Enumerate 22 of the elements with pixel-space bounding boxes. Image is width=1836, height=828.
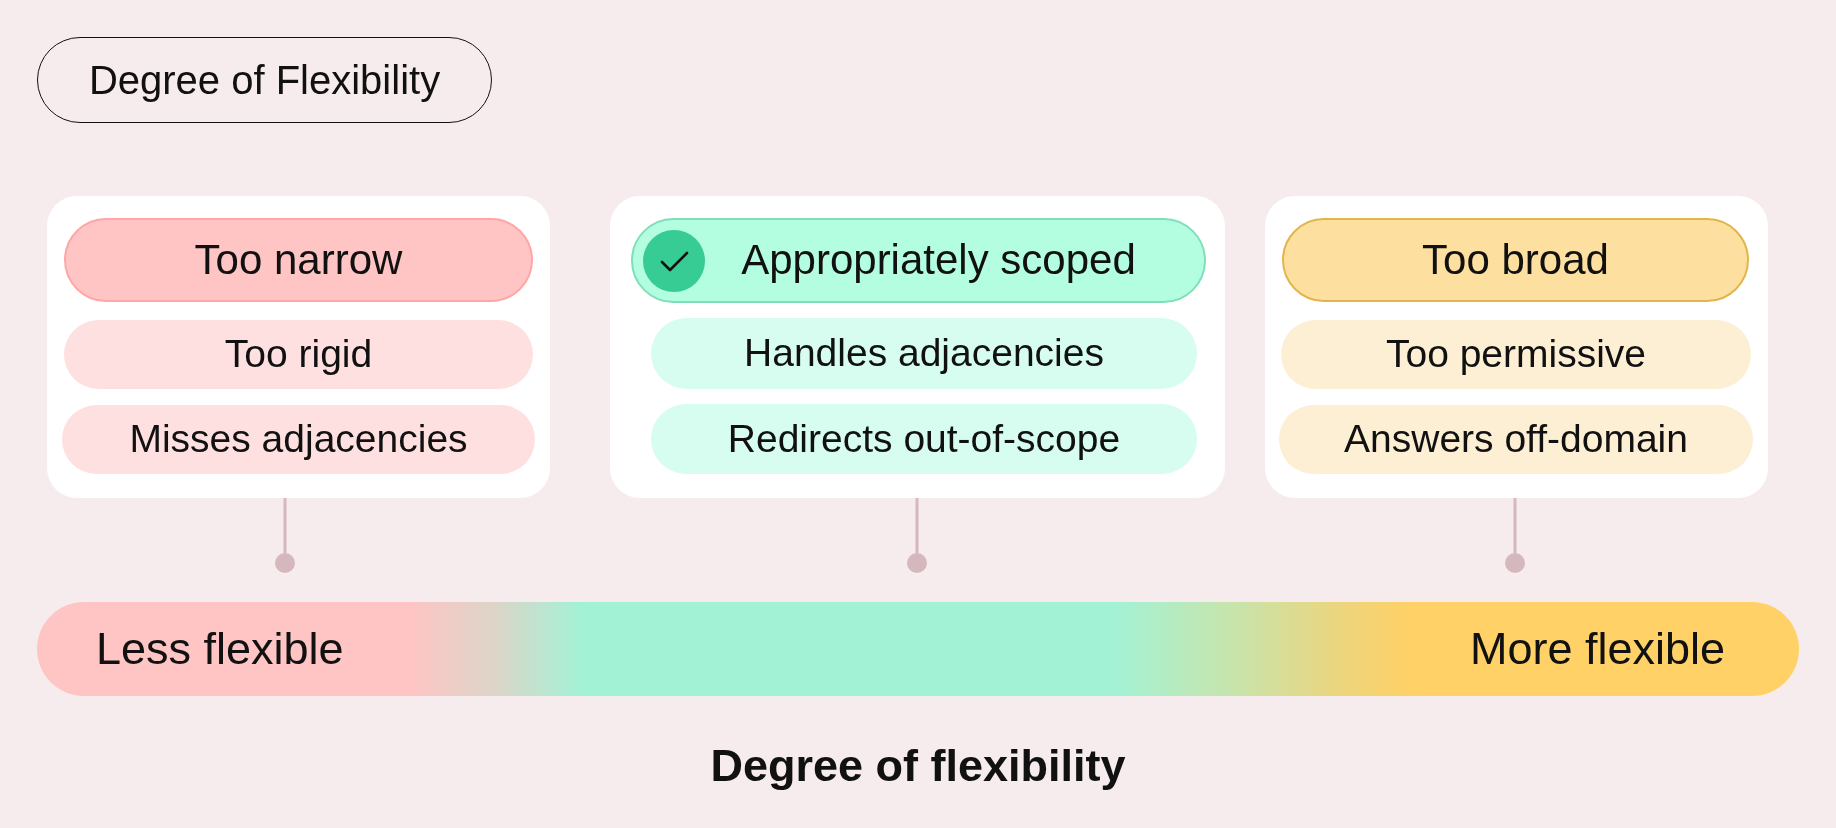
axis-title: Degree of flexibility (710, 740, 1126, 791)
category-label: Too narrow (194, 235, 403, 285)
trait-label: Handles adjacencies (744, 331, 1104, 376)
trait-label: Too permissive (1385, 332, 1647, 377)
category-card (1265, 196, 1768, 498)
category-card (47, 196, 550, 498)
connector-line (283, 498, 287, 553)
scale-end-label: Less flexible (96, 623, 344, 675)
scale-end-label: More flexible (1469, 623, 1725, 675)
heading-text: Degree of Flexibility (88, 57, 441, 103)
trait-label: Too rigid (224, 332, 373, 377)
category-card (610, 196, 1225, 498)
end-dot (275, 553, 295, 573)
category-label: Too broad (1422, 235, 1609, 285)
end-dot (907, 553, 927, 573)
connector-line (915, 498, 919, 553)
category-label: Appropriately scoped (741, 236, 1136, 285)
connector-line (1513, 498, 1517, 553)
trait-label: Redirects out-of-scope (727, 416, 1121, 462)
end-dot (1505, 553, 1525, 573)
trait-label: Misses adjacencies (129, 417, 468, 462)
trait-label: Answers off-domain (1344, 417, 1688, 462)
